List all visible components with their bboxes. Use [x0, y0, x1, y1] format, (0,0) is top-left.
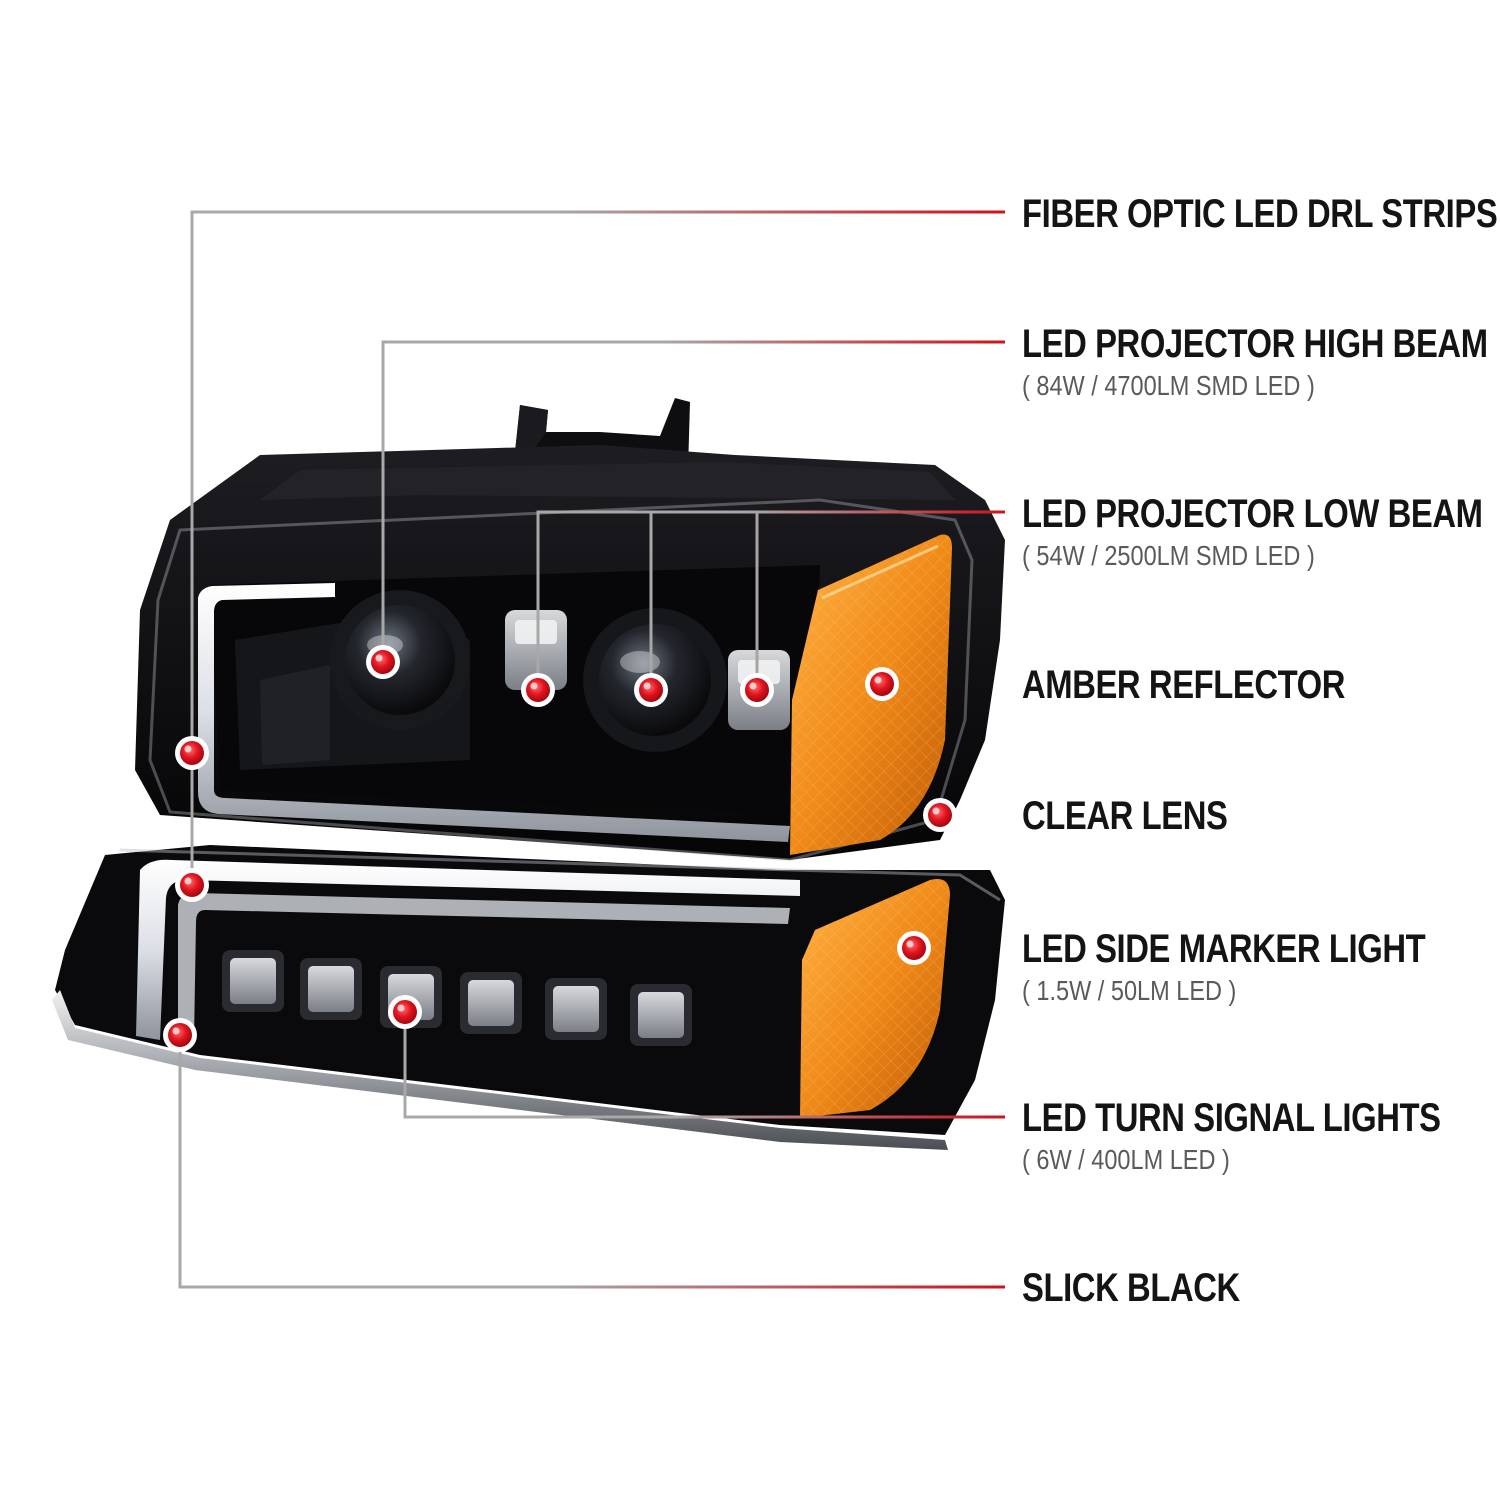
- label-turn-signal: LED TURN SIGNAL LIGHTS: [1022, 1096, 1441, 1140]
- spec-low-beam: ( 54W / 2500LM SMD LED ): [1022, 540, 1315, 571]
- spec-turn-signal: ( 6W / 400LM LED ): [1022, 1144, 1230, 1175]
- callout-dot-icon: [923, 798, 957, 832]
- callout-dots: [163, 645, 957, 1052]
- upper-headlight-housing: [135, 398, 1005, 862]
- label-slick-black: SLICK BLACK: [1022, 1266, 1240, 1310]
- callout-dot-icon: [388, 995, 422, 1029]
- callout-dot-icon: [865, 667, 899, 701]
- label-fiber-optic-drl: FIBER OPTIC LED DRL STRIPS: [1022, 192, 1498, 236]
- callout-dot-icon: [163, 1018, 197, 1052]
- callout-dot-icon: [521, 673, 555, 707]
- turn-signal-led-cell: [300, 958, 362, 1020]
- callout-dot-icon: [897, 931, 931, 965]
- label-low-beam: LED PROJECTOR LOW BEAM: [1022, 492, 1483, 536]
- turn-signal-led-cell: [460, 972, 522, 1034]
- spec-high-beam: ( 84W / 4700LM SMD LED ): [1022, 370, 1315, 401]
- callout-dot-icon: [175, 736, 209, 770]
- turn-signal-led-cell: [545, 978, 607, 1040]
- callout-dot-icon: [740, 673, 774, 707]
- callout-dot-icon: [175, 868, 209, 902]
- callout-dot-icon: [366, 645, 400, 679]
- label-side-marker: LED SIDE MARKER LIGHT: [1022, 927, 1426, 971]
- turn-signal-led-cell: [222, 950, 284, 1012]
- spec-side-marker: ( 1.5W / 50LM LED ): [1022, 975, 1237, 1006]
- lower-bumper-light: [52, 845, 1005, 1150]
- callout-dot-icon: [634, 673, 668, 707]
- callout-leaders: [178, 210, 1005, 1289]
- label-clear-lens: CLEAR LENS: [1022, 794, 1228, 838]
- label-amber-reflector: AMBER REFLECTOR: [1022, 663, 1346, 707]
- label-high-beam: LED PROJECTOR HIGH BEAM: [1022, 322, 1488, 366]
- turn-signal-led-cell: [630, 984, 692, 1046]
